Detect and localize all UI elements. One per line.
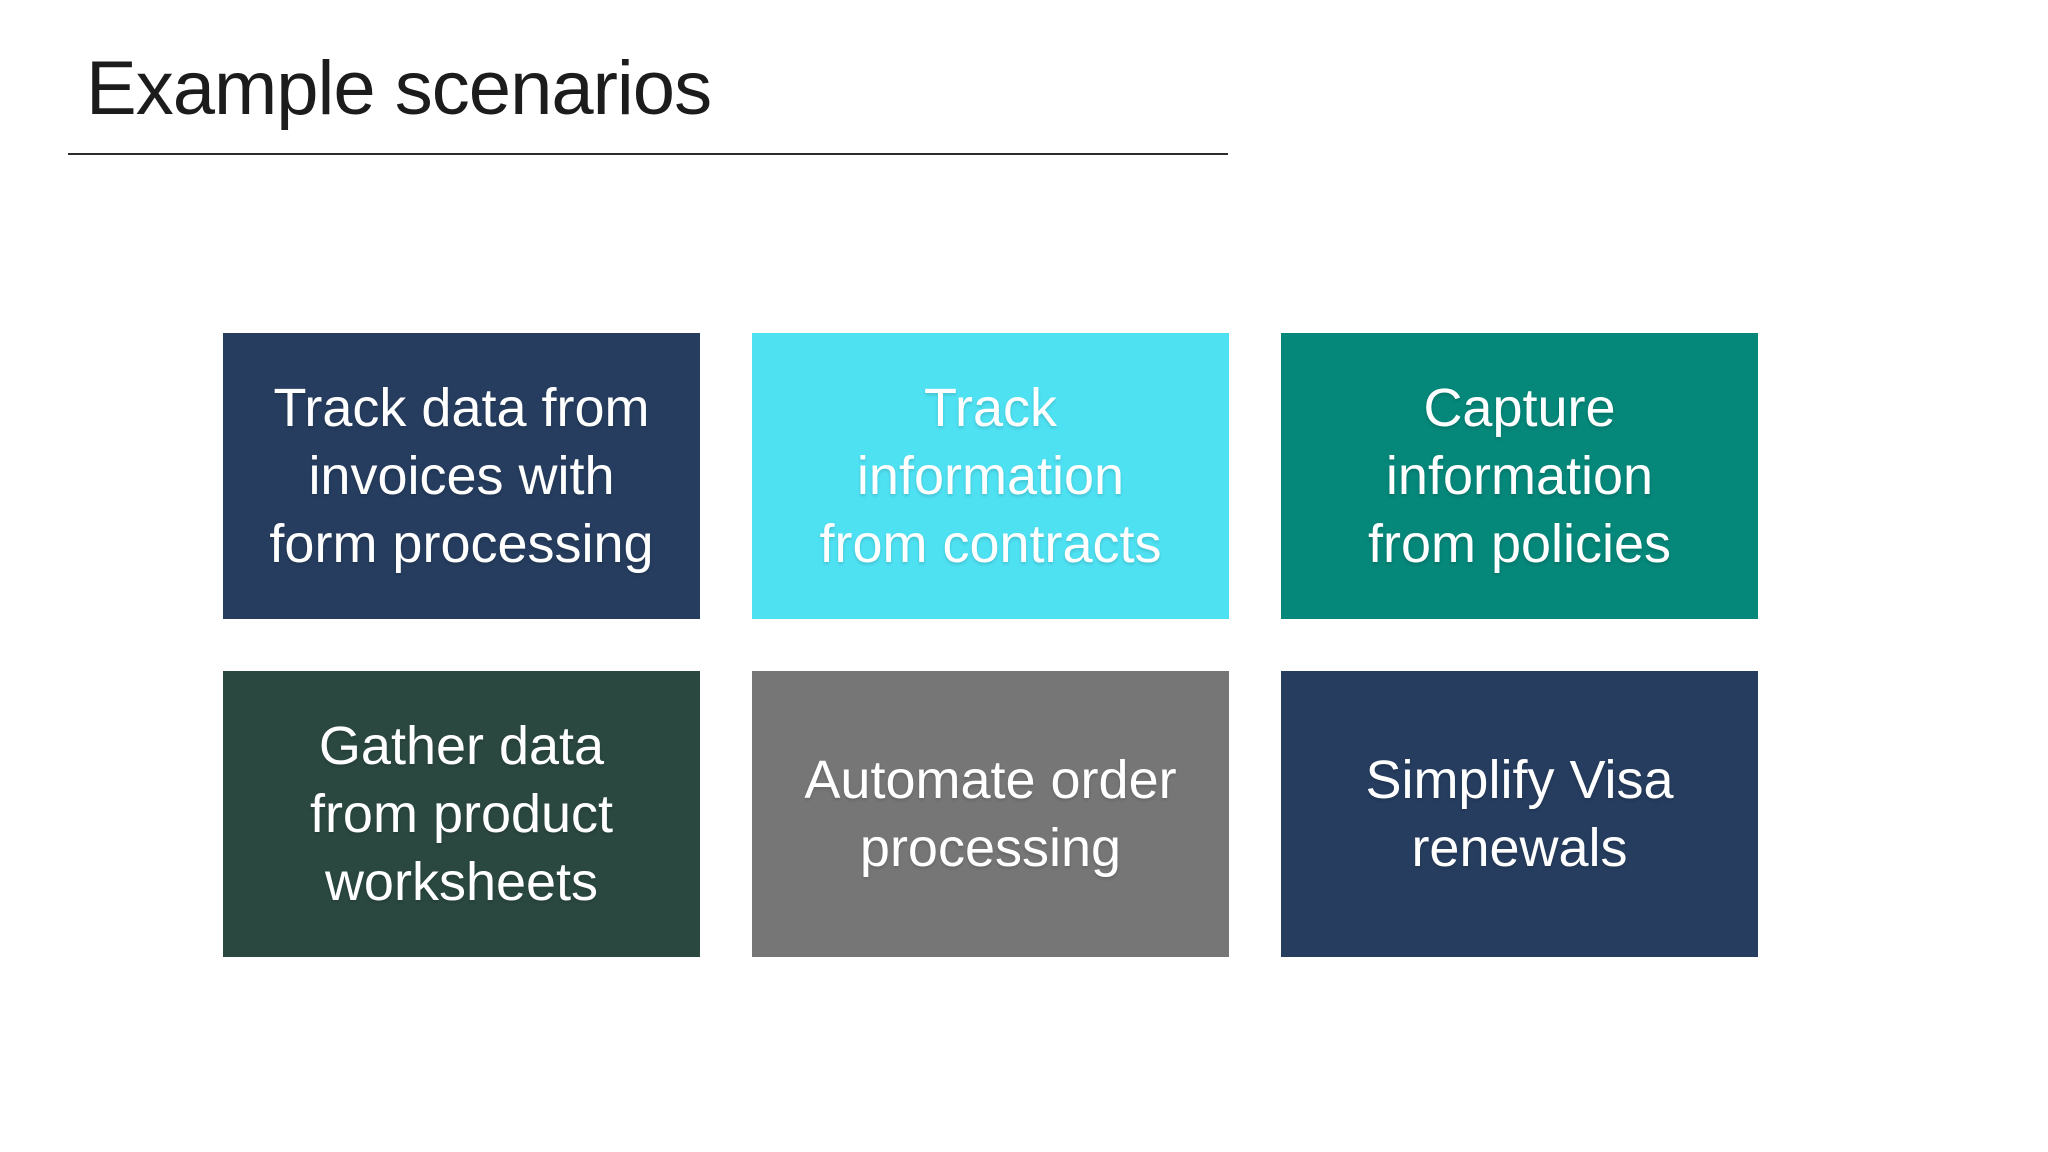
tile-text-line: from policies: [1367, 514, 1672, 574]
scenario-tile-capture-information-policies: Capture information from policies: [1281, 333, 1758, 619]
tile-text-line: worksheets: [324, 852, 599, 912]
tile-text-line: Gather data: [318, 716, 605, 776]
tile-text-line: information: [856, 446, 1125, 506]
tile-text-line: Automate order: [804, 750, 1177, 810]
tile-text-line: invoices with: [308, 446, 615, 506]
tile-text-line: renewals: [1411, 818, 1628, 878]
tile-text-line: Capture: [1423, 378, 1616, 438]
tile-text-line: from product: [309, 784, 614, 844]
tile-text-line: from contracts: [819, 514, 1162, 574]
scenario-tile-track-information-contracts: Track information from contracts: [752, 333, 1229, 619]
scenario-tile-grid: Track data from invoices with form proce…: [223, 333, 1758, 957]
scenario-tile-automate-order-processing: Automate order processing: [752, 671, 1229, 957]
scenario-tile-gather-data-worksheets: Gather data from product worksheets: [223, 671, 700, 957]
tile-text-line: form processing: [269, 514, 654, 574]
title-underline-rule: [68, 153, 1228, 155]
tile-text-line: Track data from: [273, 378, 650, 438]
tile-text-line: information: [1385, 446, 1654, 506]
slide-title: Example scenarios: [86, 46, 712, 131]
scenario-tile-simplify-visa-renewals: Simplify Visa renewals: [1281, 671, 1758, 957]
tile-text-line: processing: [859, 818, 1122, 878]
scenario-tile-track-data-invoices: Track data from invoices with form proce…: [223, 333, 700, 619]
tile-text-line: Simplify Visa: [1365, 750, 1674, 810]
tile-text-line: Track: [924, 378, 1057, 438]
